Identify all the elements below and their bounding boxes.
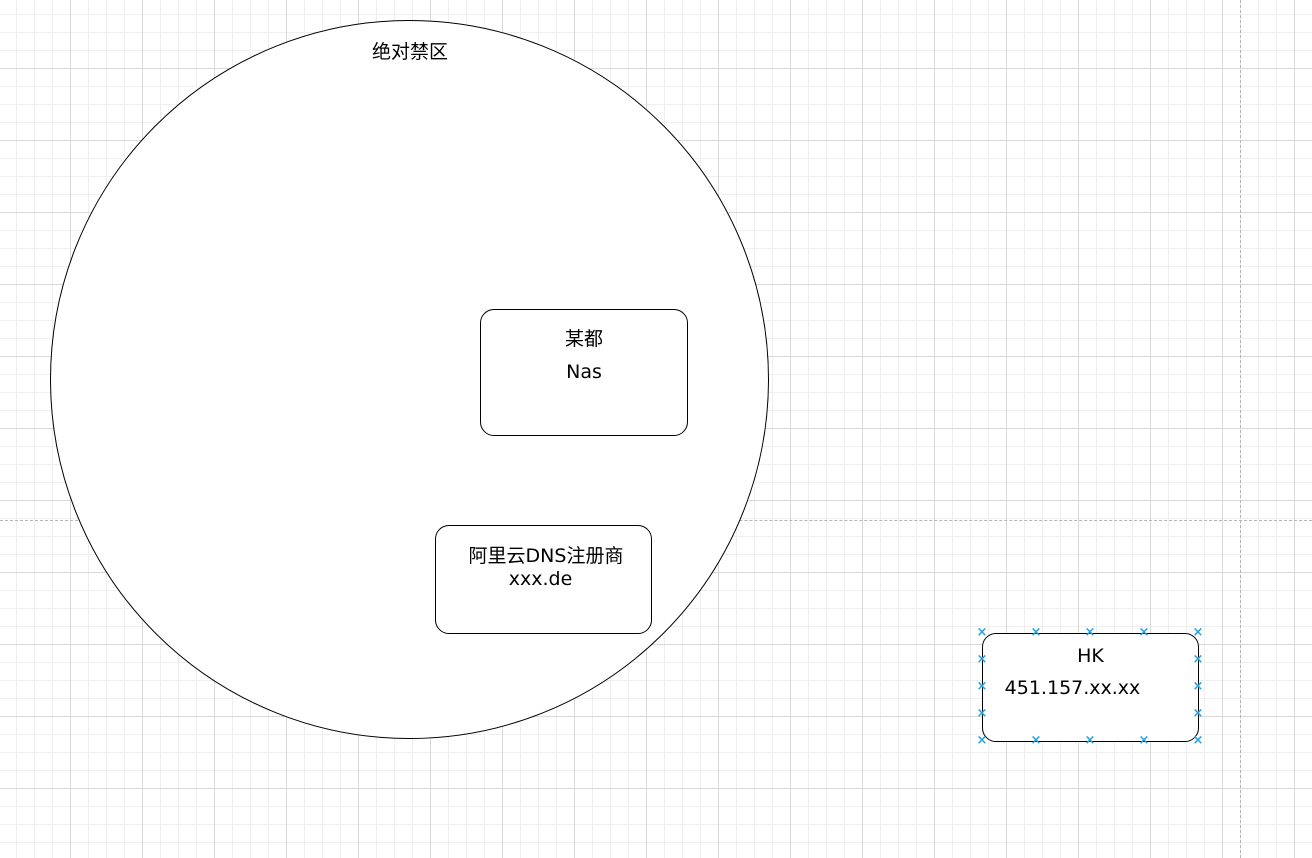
connection-point-icon[interactable]: × [976, 733, 988, 748]
connection-point-icon[interactable]: × [1030, 625, 1042, 640]
hk-server-node[interactable]: HK 451.157.xx.xx [982, 633, 1199, 742]
nas-node[interactable]: 某都 Nas [480, 309, 688, 436]
connection-point-icon[interactable]: × [1138, 733, 1150, 748]
connection-point-icon[interactable]: × [1192, 706, 1204, 721]
connection-point-icon[interactable]: × [1030, 733, 1042, 748]
connection-point-icon[interactable]: × [1192, 625, 1204, 640]
page-break-vertical [1240, 0, 1241, 858]
connection-point-icon[interactable]: × [976, 679, 988, 694]
connection-point-icon[interactable]: × [976, 652, 988, 667]
forbidden-zone-label[interactable]: 绝对禁区 [371, 41, 448, 63]
connection-point-icon[interactable]: × [976, 625, 988, 640]
connection-point-icon[interactable]: × [1192, 652, 1204, 667]
nas-node-subtitle: Nas [566, 361, 602, 383]
connection-point-icon[interactable]: × [1138, 625, 1150, 640]
connection-point-icon[interactable]: × [1192, 733, 1204, 748]
hk-node-title: HK [1077, 645, 1104, 667]
connection-point-icon[interactable]: × [1084, 625, 1096, 640]
dns-node-domain: xxx.de [508, 568, 573, 590]
dns-node-title: 阿里云DNS注册商 [468, 545, 624, 567]
hk-node-ip: 451.157.xx.xx [1004, 677, 1141, 699]
dns-registrar-node[interactable]: 阿里云DNS注册商 xxx.de [435, 525, 652, 634]
connection-point-icon[interactable]: × [1084, 733, 1096, 748]
nas-node-title: 某都 [564, 328, 603, 350]
connection-point-icon[interactable]: × [1192, 679, 1204, 694]
connection-point-icon[interactable]: × [976, 706, 988, 721]
